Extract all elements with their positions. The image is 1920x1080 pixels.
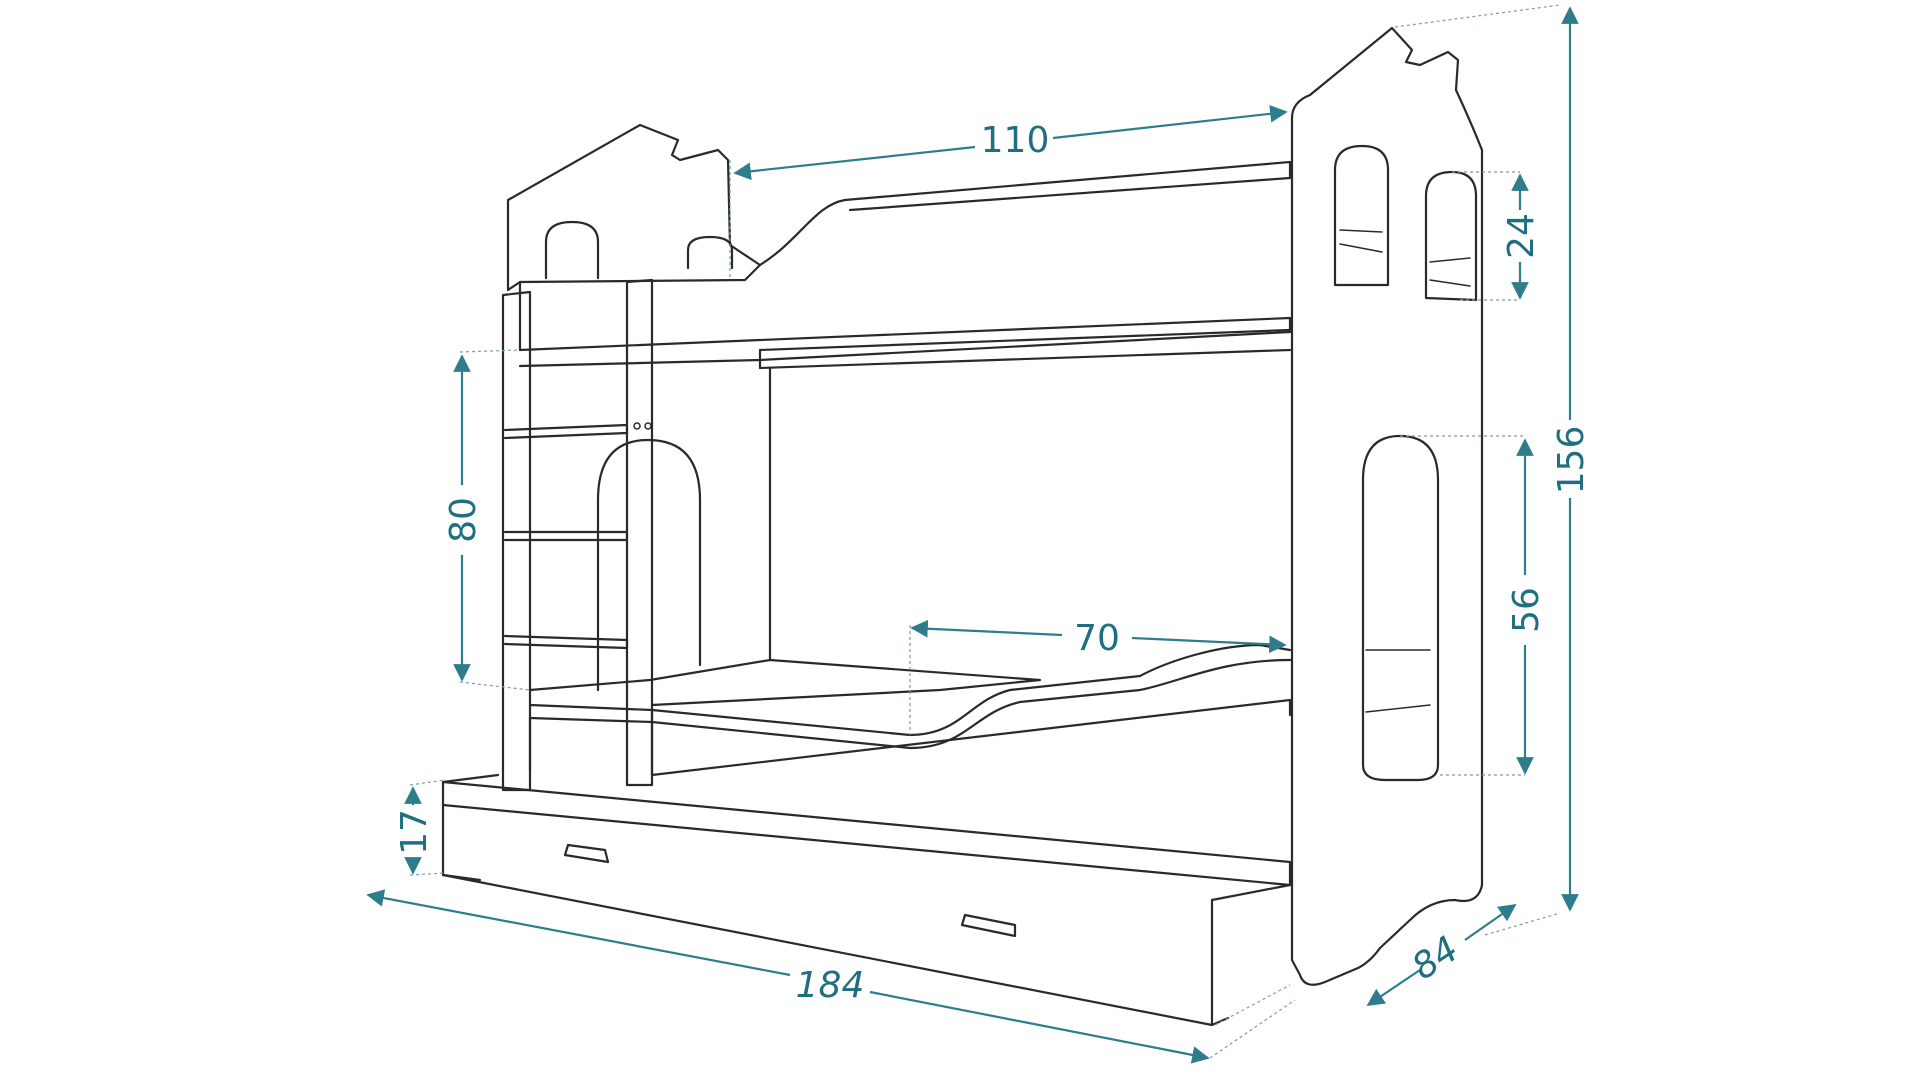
upper-back-rail: [758, 160, 1292, 267]
lower-front-headboard-arch: [596, 438, 702, 692]
lower-side-guard: [650, 643, 1292, 750]
label-top-length: 110: [981, 120, 1050, 161]
upper-frame-inner: [758, 328, 1292, 370]
dimension-lines: [366, 4, 1579, 1064]
ladder-rail-right: [625, 278, 654, 787]
lower-mattress: [528, 658, 1042, 707]
ladder-bolt-right: [644, 422, 652, 430]
drawer-top: [441, 773, 1214, 1027]
front-panel-window-left: [1333, 144, 1390, 287]
front-right-headboard: [1290, 26, 1484, 986]
front-panel-opening-inner: [1365, 649, 1431, 713]
label-window-height: 24: [1501, 213, 1542, 259]
label-total-height: 156: [1551, 426, 1592, 495]
drawer-front: [441, 780, 1292, 887]
front-panel-window-right-inner: [1429, 257, 1471, 287]
label-lower-opening-width: 70: [1074, 618, 1120, 659]
drawer-body: [441, 873, 1292, 1027]
ladder-bolt-left: [633, 422, 641, 430]
label-side-opening-height: 56: [1506, 587, 1547, 633]
lower-bed-base: [528, 698, 1292, 777]
drawer-handle-right: [960, 913, 1017, 938]
ladder-rung-2: [503, 530, 629, 542]
back-headboard-window-right: [686, 235, 734, 270]
bed-body: [441, 26, 1484, 1027]
dimension-labels: 110 156 24 56 80 70 17 184 84: [394, 120, 1592, 1006]
label-ladder-height: 80: [443, 497, 484, 543]
front-panel-window-left-inner: [1339, 229, 1383, 253]
label-total-length: 184: [796, 965, 865, 1006]
lower-front-rail: [528, 703, 654, 724]
ladder-rung-3: [503, 634, 629, 650]
front-panel-opening: [1361, 434, 1440, 782]
upper-frame: [518, 280, 1292, 368]
drawer-handle-left: [563, 843, 610, 864]
label-depth: 84: [1405, 929, 1466, 989]
ladder-rung-1: [503, 423, 629, 440]
back-left-headboard: [506, 123, 762, 292]
lower-back-top: [758, 348, 1292, 370]
back-headboard-window-left: [544, 220, 600, 280]
label-drawer-height: 17: [394, 809, 435, 855]
